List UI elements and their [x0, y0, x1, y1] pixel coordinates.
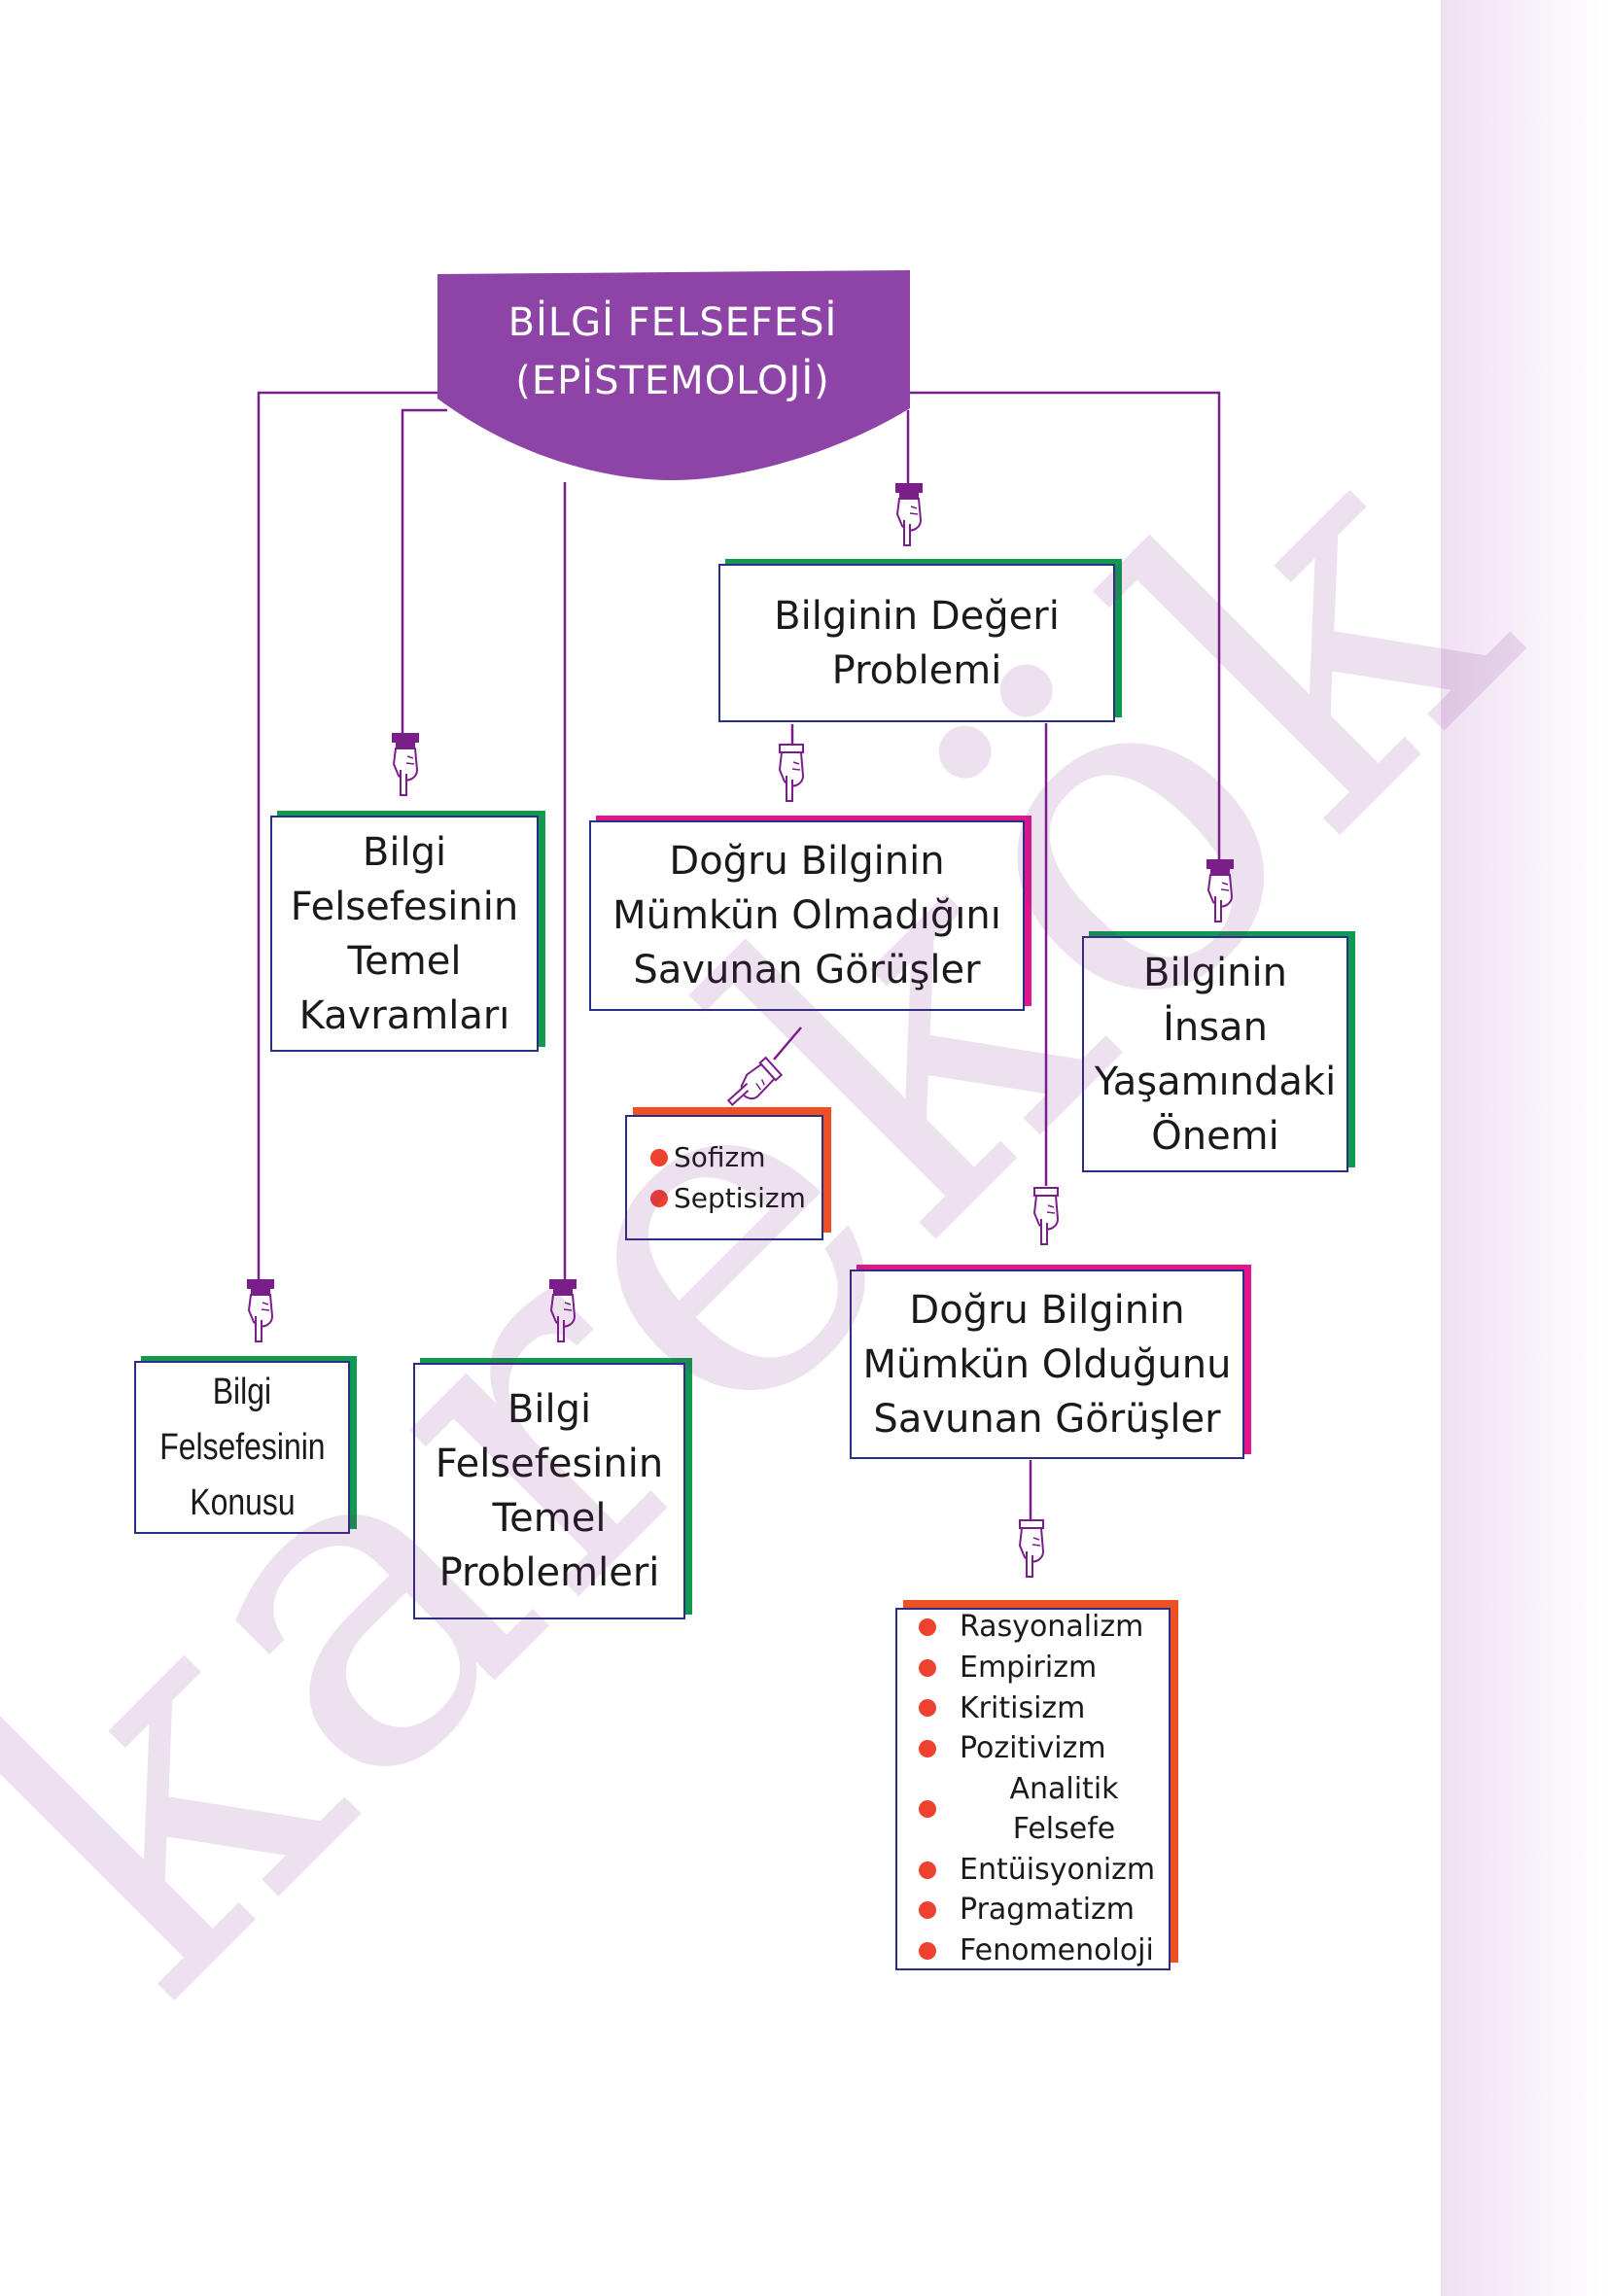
connector-skeptical	[773, 1026, 802, 1061]
list-item-label: Pragmatizm	[960, 1893, 1135, 1928]
list-item-pozitivizm: Pozitivizm	[919, 1728, 1106, 1769]
pointing-hand-icon	[895, 483, 923, 546]
header-epistemoloji: BİLGİ FELSEFESİ (EPİSTEMOLOJİ)	[436, 270, 910, 482]
list-skeptical-views: Sofizm Septisizm	[625, 1115, 823, 1240]
list-item-empirizm: Empirizm	[919, 1648, 1097, 1688]
connector-temel-kavramlar	[401, 408, 447, 734]
bullet-icon	[650, 1189, 668, 1207]
list-item-kritisizm: Kritisizm	[919, 1688, 1085, 1729]
node-mumkun-oldugu: Doğru Bilginin Mümkün Olduğunu Savunan G…	[850, 1270, 1244, 1459]
list-item-label: Kritisizm	[960, 1690, 1086, 1725]
connector-deger-problemi	[900, 391, 1221, 860]
list-item-pragmatizm: Pragmatizm	[919, 1890, 1135, 1931]
node-text-line: Bilgi	[507, 1387, 592, 1432]
list-item-entuisyonizm: Entüisyonizm	[919, 1850, 1155, 1891]
node-text-line: Felsefesinin	[435, 1442, 664, 1486]
list-item-label: Empirizm	[960, 1650, 1098, 1685]
pointing-hand-icon	[247, 1279, 274, 1342]
node-deger-problemi: Bilginin Değeri Problemi	[718, 564, 1115, 722]
pointing-hand-icon	[726, 1056, 784, 1106]
pointing-hand-icon	[1018, 1519, 1045, 1578]
bullet-icon	[919, 1800, 936, 1819]
node-text-line: Yaşamındaki	[1094, 1059, 1337, 1104]
list-item-rasyonalizm: Rasyonalizm	[919, 1607, 1143, 1648]
node-text-line: İnsan	[1163, 1004, 1268, 1050]
node-text-line: Doğru Bilginin	[669, 839, 945, 884]
node-text-line: Problemi	[831, 647, 1002, 693]
list-item-label: Sofizm	[674, 1140, 766, 1173]
node-text-line: Mümkün Olmadığını	[612, 893, 1001, 938]
node-text-line: Problemleri	[438, 1550, 660, 1595]
list-item-analitik-felsefe: Analitik Felsefe	[919, 1769, 1169, 1850]
list-affirming-views: Rasyonalizm Empirizm Kritisizm Pozitiviz…	[895, 1608, 1171, 1970]
node-text-line: Doğru Bilginin	[909, 1287, 1185, 1333]
node-text-line: Temel	[492, 1496, 607, 1541]
list-item-label: Rasyonalizm	[960, 1610, 1144, 1645]
pointing-hand-icon	[1032, 1187, 1060, 1245]
node-text-line: Temel	[347, 938, 462, 984]
node-konusu: Bilgi Felsefesinin Konusu	[134, 1361, 350, 1534]
node-text-line: Önemi	[1151, 1113, 1279, 1159]
node-text-line: Bilginin Değeri	[774, 593, 1060, 639]
header-subtitle: (EPİSTEMOLOJİ)	[515, 359, 830, 403]
side-strip	[1441, 0, 1608, 2296]
list-item-label: Septisizm	[674, 1181, 806, 1214]
node-text-line: Konusu	[189, 1481, 296, 1523]
pointing-hand-icon	[392, 733, 419, 796]
header-title: BİLGİ FELSEFESİ	[507, 300, 838, 345]
bullet-icon	[919, 1901, 936, 1920]
pointing-hand-icon	[1206, 859, 1234, 922]
node-temel-problemler: Bilgi Felsefesinin Temel Problemleri	[413, 1363, 685, 1619]
bullet-icon	[919, 1699, 936, 1718]
node-text-line: Bilginin	[1143, 950, 1287, 995]
node-mumkun-olmadigi: Doğru Bilginin Mümkün Olmadığını Savunan…	[589, 820, 1025, 1011]
list-item-fenomenoloji: Fenomenoloji	[919, 1931, 1154, 1971]
node-text-line: Felsefesinin	[290, 884, 519, 929]
node-text-line: Bilgi	[212, 1371, 272, 1412]
pointing-hand-icon	[778, 744, 805, 802]
list-item-label: Entüisyonizm	[960, 1852, 1156, 1887]
node-text-line: Felsefesinin	[158, 1426, 326, 1468]
list-item-septisizm: Septisizm	[650, 1178, 806, 1219]
pointing-hand-icon	[549, 1279, 577, 1342]
list-item-label: Pozitivizm	[960, 1731, 1106, 1766]
list-item-label: Fenomenoloji	[960, 1933, 1154, 1968]
bullet-icon	[919, 1739, 936, 1757]
connector-konusu	[257, 391, 439, 1281]
bullet-icon	[650, 1148, 668, 1166]
node-text-line: Bilgi	[362, 829, 447, 875]
node-text-line: Mümkün Olduğunu	[862, 1341, 1232, 1387]
node-text-line: Savunan Görüşler	[873, 1396, 1221, 1442]
list-item-label: Analitik Felsefe	[1009, 1771, 1119, 1847]
node-insan-yasami: Bilginin İnsan Yaşamındaki Önemi	[1082, 936, 1348, 1172]
list-item-sofizm: Sofizm	[650, 1137, 766, 1178]
bullet-icon	[919, 1861, 936, 1879]
header-shape	[437, 270, 910, 480]
node-text-line: Kavramları	[298, 992, 510, 1038]
node-text-line: Savunan Görüşler	[633, 948, 981, 992]
bullet-icon	[919, 1618, 936, 1637]
bullet-icon	[919, 1941, 936, 1960]
bullet-icon	[919, 1658, 936, 1677]
node-temel-kavramlar: Bilgi Felsefesinin Temel Kavramları	[270, 816, 539, 1052]
